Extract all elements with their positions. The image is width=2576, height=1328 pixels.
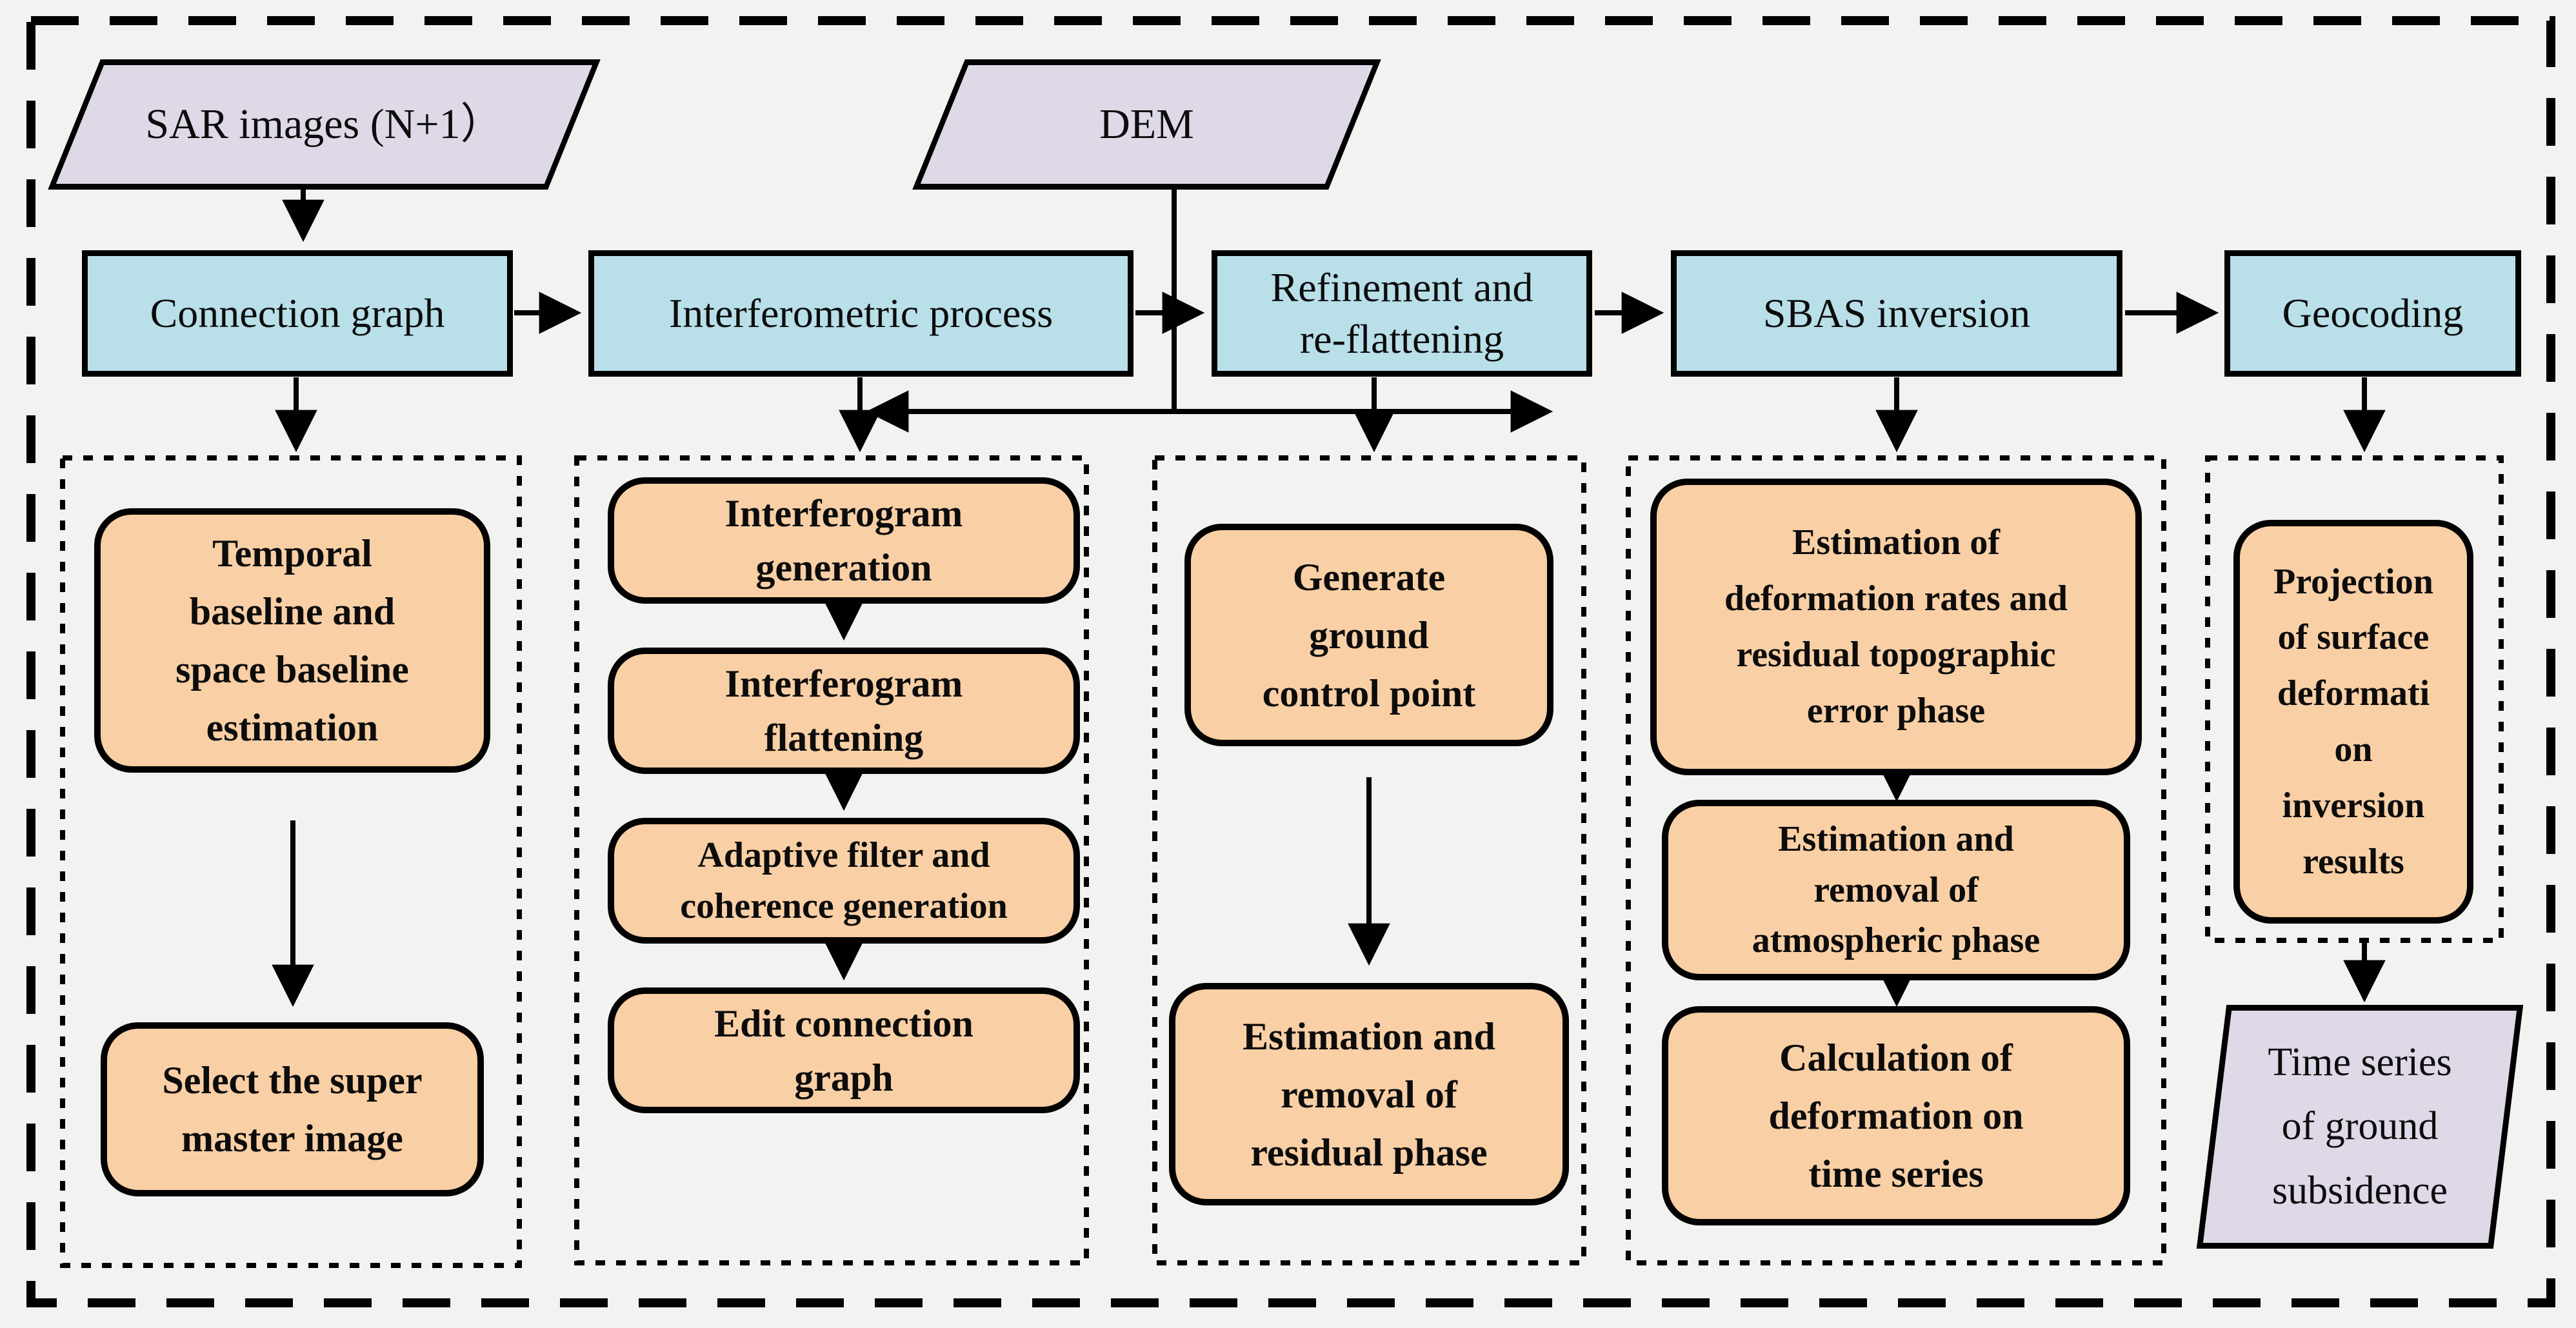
node-dem: DEM <box>912 59 1381 190</box>
generate-gcp-shape <box>1184 524 1553 746</box>
node-geocoding: Geocoding <box>2224 250 2521 377</box>
temporal-baseline-label: Temporal baseline and space baseline est… <box>175 532 409 749</box>
residual-phase-shape <box>1169 983 1569 1205</box>
node-edit-connection-graph: Edit connection graph <box>608 987 1080 1113</box>
deformation-series-shape <box>1662 1006 2130 1225</box>
projection-label: Projection of surface deformati on inver… <box>2273 561 2433 882</box>
sar-images-label: SAR images (N+1） <box>145 101 503 148</box>
node-generate-gcp: Generate ground control point <box>1184 524 1553 746</box>
node-refinement: Refinement and re-flattening <box>1212 250 1592 377</box>
geocoding-shape <box>2224 250 2521 377</box>
deformation-rates-shape <box>1650 479 2142 775</box>
generate-gcp-label: Generate ground control point <box>1262 555 1476 715</box>
select-master-label: Select the super master image <box>162 1059 423 1160</box>
refinement-shape <box>1212 250 1592 377</box>
node-atmospheric-phase: Estimation and removal of atmospheric ph… <box>1662 800 2130 980</box>
edit-connection-graph-label: Edit connection graph <box>714 1002 973 1099</box>
time-series-output-label: Time series of ground subsidence <box>2268 1040 2452 1213</box>
interferogram-generation-shape <box>608 477 1080 604</box>
sbas-inversion-label: SBAS inversion <box>1762 290 2031 336</box>
node-deformation-rates: Estimation of deformation rates and resi… <box>1650 479 2142 775</box>
projection-shape <box>2233 520 2473 924</box>
connection-graph-shape <box>82 250 513 377</box>
node-temporal-baseline: Temporal baseline and space baseline est… <box>94 508 490 773</box>
node-select-master: Select the super master image <box>101 1022 484 1196</box>
group-box-interferometric <box>574 455 1089 1265</box>
node-sar-images: SAR images (N+1） <box>48 59 601 190</box>
adaptive-filter-shape <box>608 818 1080 944</box>
refinement-label: Refinement and re-flattening <box>1270 264 1533 362</box>
node-interferometric-process: Interferometric process <box>588 250 1133 377</box>
dem-label: DEM <box>1099 101 1194 148</box>
node-connection-graph: Connection graph <box>82 250 513 377</box>
adaptive-filter-label: Adaptive filter and coherence generation <box>680 835 1008 926</box>
group-box-geocoding <box>2205 455 2504 943</box>
interferometric-process-label: Interferometric process <box>668 290 1053 336</box>
geocoding-label: Geocoding <box>2282 290 2464 336</box>
residual-phase-label: Estimation and removal of residual phase <box>1243 1015 1495 1174</box>
connection-graph-label: Connection graph <box>150 290 445 336</box>
node-interferogram-flattening: Interferogram flattening <box>608 648 1080 774</box>
temporal-baseline-shape <box>94 508 490 773</box>
interferometric-process-shape <box>588 250 1133 377</box>
node-sbas-inversion: SBAS inversion <box>1671 250 2122 377</box>
deformation-rates-label: Estimation of deformation rates and resi… <box>1724 522 2068 731</box>
node-deformation-series: Calculation of deformation on time serie… <box>1662 1006 2130 1225</box>
deformation-series-label: Calculation of deformation on time serie… <box>1768 1036 2024 1195</box>
interferogram-generation-label: Interferogram generation <box>724 492 963 589</box>
node-interferogram-generation: Interferogram generation <box>608 477 1080 604</box>
group-box-refinement <box>1152 455 1586 1265</box>
select-master-shape <box>101 1022 484 1196</box>
sbas-inversion-shape <box>1671 250 2122 377</box>
node-projection: Projection of surface deformati on inver… <box>2233 520 2473 924</box>
interferogram-flattening-shape <box>608 648 1080 774</box>
edit-connection-graph-shape <box>608 987 1080 1113</box>
outer-dashed-border <box>26 16 2555 1307</box>
atmospheric-phase-label: Estimation and removal of atmospheric ph… <box>1752 819 2041 961</box>
node-residual-phase: Estimation and removal of residual phase <box>1169 983 1569 1205</box>
atmospheric-phase-shape <box>1662 800 2130 980</box>
group-box-sbas <box>1626 455 2166 1265</box>
group-box-connection-graph <box>60 455 522 1268</box>
node-adaptive-filter: Adaptive filter and coherence generation <box>608 818 1080 944</box>
node-time-series-output: Time series of ground subsidence <box>2196 1005 2524 1249</box>
interferogram-flattening-label: Interferogram flattening <box>724 662 963 759</box>
